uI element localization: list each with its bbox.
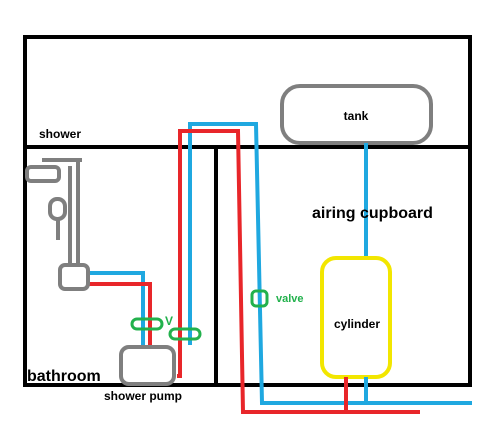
cylinder	[320, 256, 392, 379]
shower-mixer-icon	[58, 263, 90, 291]
hot-shower-feed	[88, 282, 152, 347]
valve-icon	[250, 289, 269, 308]
hot-main-pipe	[177, 129, 420, 414]
valve-label: valve	[276, 293, 304, 305]
outer-wall	[23, 35, 472, 387]
hot-pipes	[88, 129, 420, 414]
shower-pump	[119, 345, 176, 386]
tank-label: tank	[344, 109, 369, 123]
valve-icon	[130, 317, 164, 331]
airing-cupboard-label: airing cupboard	[312, 205, 433, 222]
valve-icon	[168, 327, 202, 341]
building-walls	[23, 35, 472, 387]
bathroom-label: bathroom	[27, 368, 101, 385]
shower-fixture	[25, 158, 90, 291]
shower-pump-label: shower pump	[104, 389, 182, 403]
valve-marker-label: V	[165, 314, 173, 328]
shower-head-icon	[25, 165, 61, 183]
shower-label: shower	[39, 127, 81, 141]
tank	[280, 84, 433, 145]
cold-shower-feed	[88, 271, 145, 347]
cold-main-pipe	[188, 122, 472, 405]
cold-pipes	[88, 122, 472, 405]
cylinder-label: cylinder	[334, 317, 380, 331]
hand-shower-icon	[48, 197, 67, 221]
